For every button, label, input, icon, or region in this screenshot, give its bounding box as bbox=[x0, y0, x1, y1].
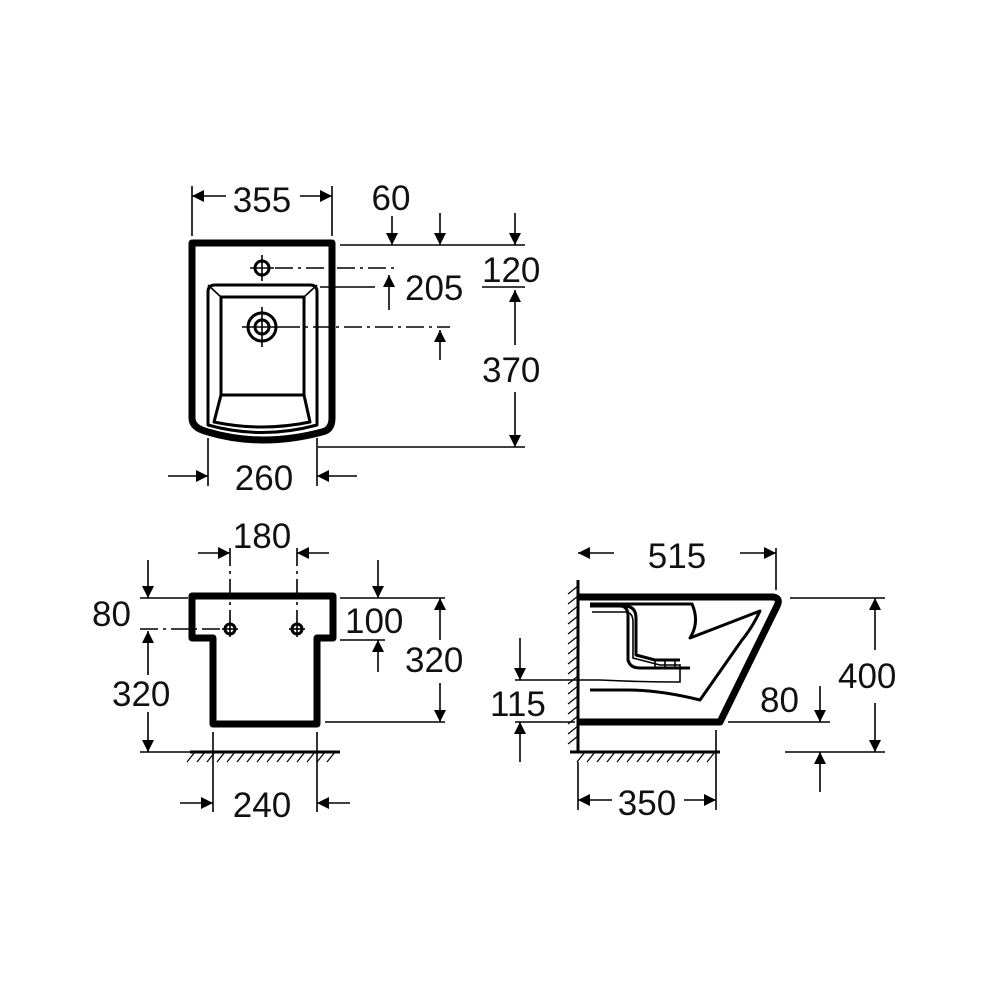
top-view-bowl-front bbox=[212, 393, 312, 429]
dim-waste-height: 115 bbox=[490, 685, 546, 724]
dim-rim-depth: 120 bbox=[482, 251, 540, 290]
dim-base-depth: 350 bbox=[618, 784, 676, 823]
dim-overall-width: 355 bbox=[233, 181, 291, 220]
dim-fixing-height: 320 bbox=[112, 675, 170, 714]
fixing-hole bbox=[289, 621, 305, 637]
top-view-bowl-corner-line bbox=[207, 284, 222, 298]
wall-hatch bbox=[567, 585, 579, 745]
tap-hole bbox=[250, 255, 274, 281]
top-view-outline bbox=[188, 239, 336, 444]
side-view-waste-pipe bbox=[590, 604, 690, 670]
fixing-hole bbox=[222, 621, 238, 637]
side-view-bowl-contour bbox=[590, 602, 762, 702]
dim-drain-depth: 205 bbox=[405, 269, 463, 308]
floor-hatch bbox=[186, 751, 336, 763]
dim-base-width: 240 bbox=[233, 786, 291, 825]
top-view: 355 60 205 120 370 260 bbox=[168, 179, 540, 498]
front-view-outline bbox=[188, 592, 337, 728]
dim-bowl-width: 260 bbox=[235, 459, 293, 498]
side-view-outline bbox=[578, 593, 782, 726]
side-view: 515 400 80 115 350 bbox=[490, 537, 896, 823]
dim-pan-height: 320 bbox=[405, 641, 463, 680]
drain-hole bbox=[242, 307, 282, 347]
dim-height: 400 bbox=[838, 657, 896, 696]
dim-top-to-fixing: 80 bbox=[92, 595, 131, 634]
dim-tap-hole-offset: 60 bbox=[372, 179, 411, 218]
dim-top-step: 100 bbox=[345, 602, 403, 641]
front-view: 180 80 320 100 320 240 bbox=[92, 517, 463, 825]
top-view-bowl-outer bbox=[206, 283, 319, 434]
top-view-bowl-corner-line bbox=[303, 284, 318, 298]
dim-projection: 515 bbox=[648, 537, 706, 576]
floor-hatch-side bbox=[576, 751, 716, 763]
dim-fixing-spacing: 180 bbox=[233, 517, 291, 556]
dim-overall-depth: 370 bbox=[482, 351, 540, 390]
dim-waste-offset: 80 bbox=[760, 681, 799, 720]
